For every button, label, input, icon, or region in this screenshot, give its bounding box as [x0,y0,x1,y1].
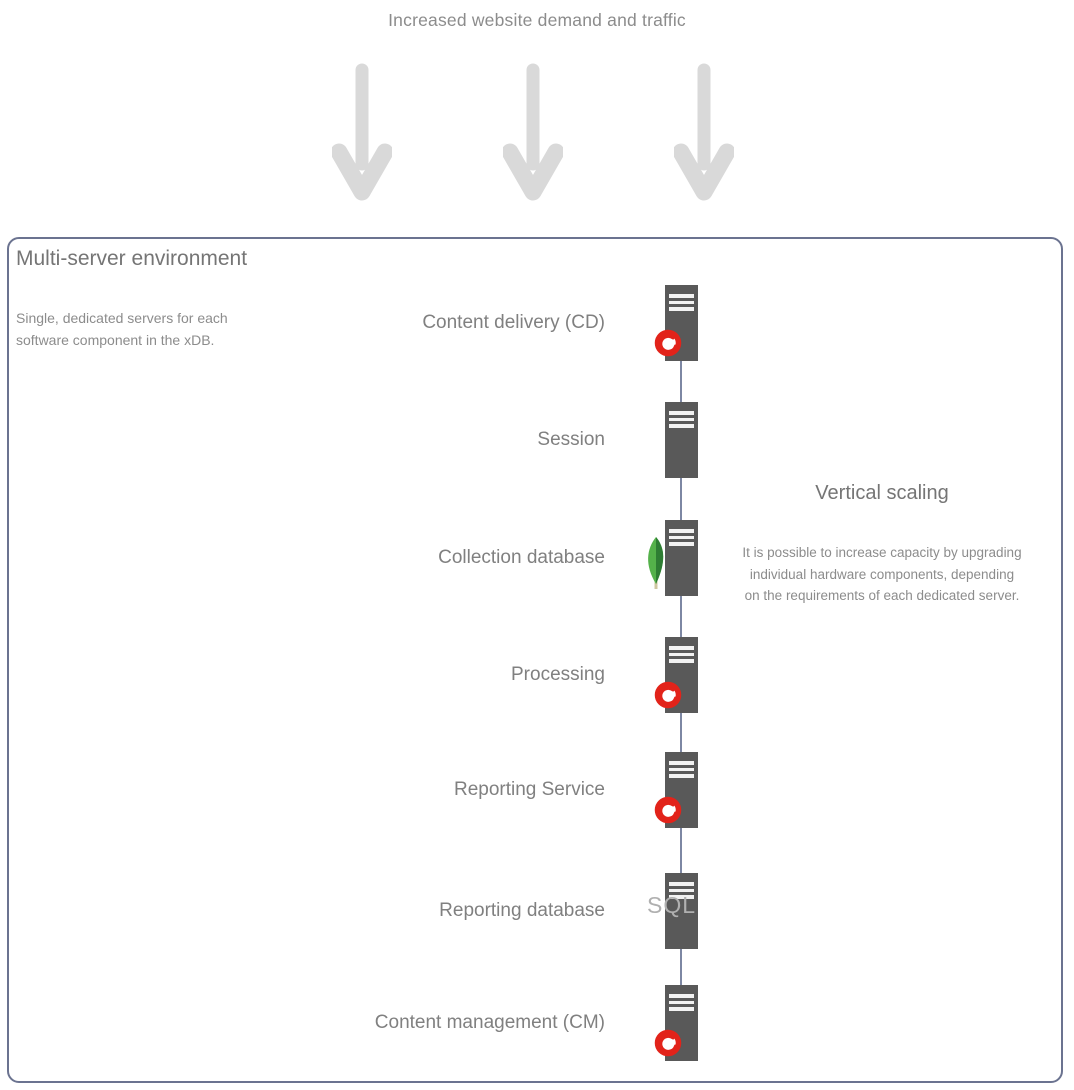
server-icon [654,285,698,361]
server-row: Session [0,402,1074,478]
vertical-scaling-body: It is possible to increase capacity by u… [742,545,1022,603]
server-drive-stripes [669,529,694,549]
panel-title: Multi-server environment [16,247,248,270]
sitecore-logo-icon [654,681,682,709]
server-icon: SQL [647,873,698,949]
server-row: Reporting database SQL [0,873,1074,949]
server-label: Collection database [438,547,605,568]
server-icon [654,637,698,713]
sitecore-logo-icon [654,329,682,357]
server-icon [648,520,698,596]
down-arrow-icon [332,63,392,201]
server-row: Content management (CM) [0,985,1074,1061]
server-label: Session [537,429,605,450]
mongodb-leaf-icon [648,537,664,589]
down-arrow-icon [503,63,563,201]
server-drive-stripes [669,294,694,314]
down-arrow-icon [674,63,734,201]
sql-label: SQL [647,892,697,918]
multi-server-environment-panel [7,237,1063,1083]
server-row: Reporting Service [0,752,1074,828]
server-row: Collection database [0,520,1074,596]
panel-description: Single, dedicated servers for each softw… [16,310,228,348]
server-label: Processing [511,664,605,685]
server-icon [654,985,698,1061]
server-label: Content delivery (CD) [422,312,605,333]
sitecore-logo-icon [654,796,682,824]
vertical-scaling-title: Vertical scaling [815,482,949,504]
top-caption: Increased website demand and traffic [388,10,686,30]
server-drive-stripes [669,882,694,902]
sitecore-logo-icon [654,1029,682,1057]
server-drive-stripes [669,411,694,431]
server-drive-stripes [669,994,694,1014]
server-label: Content management (CM) [374,1012,605,1033]
server-drive-stripes [669,761,694,781]
server-icon [665,402,698,478]
server-label: Reporting database [439,900,605,921]
server-row: Content delivery (CD) [0,285,1074,361]
server-row: Processing [0,637,1074,713]
server-icon [654,752,698,828]
server-label: Reporting Service [453,779,605,800]
server-drive-stripes [669,646,694,666]
